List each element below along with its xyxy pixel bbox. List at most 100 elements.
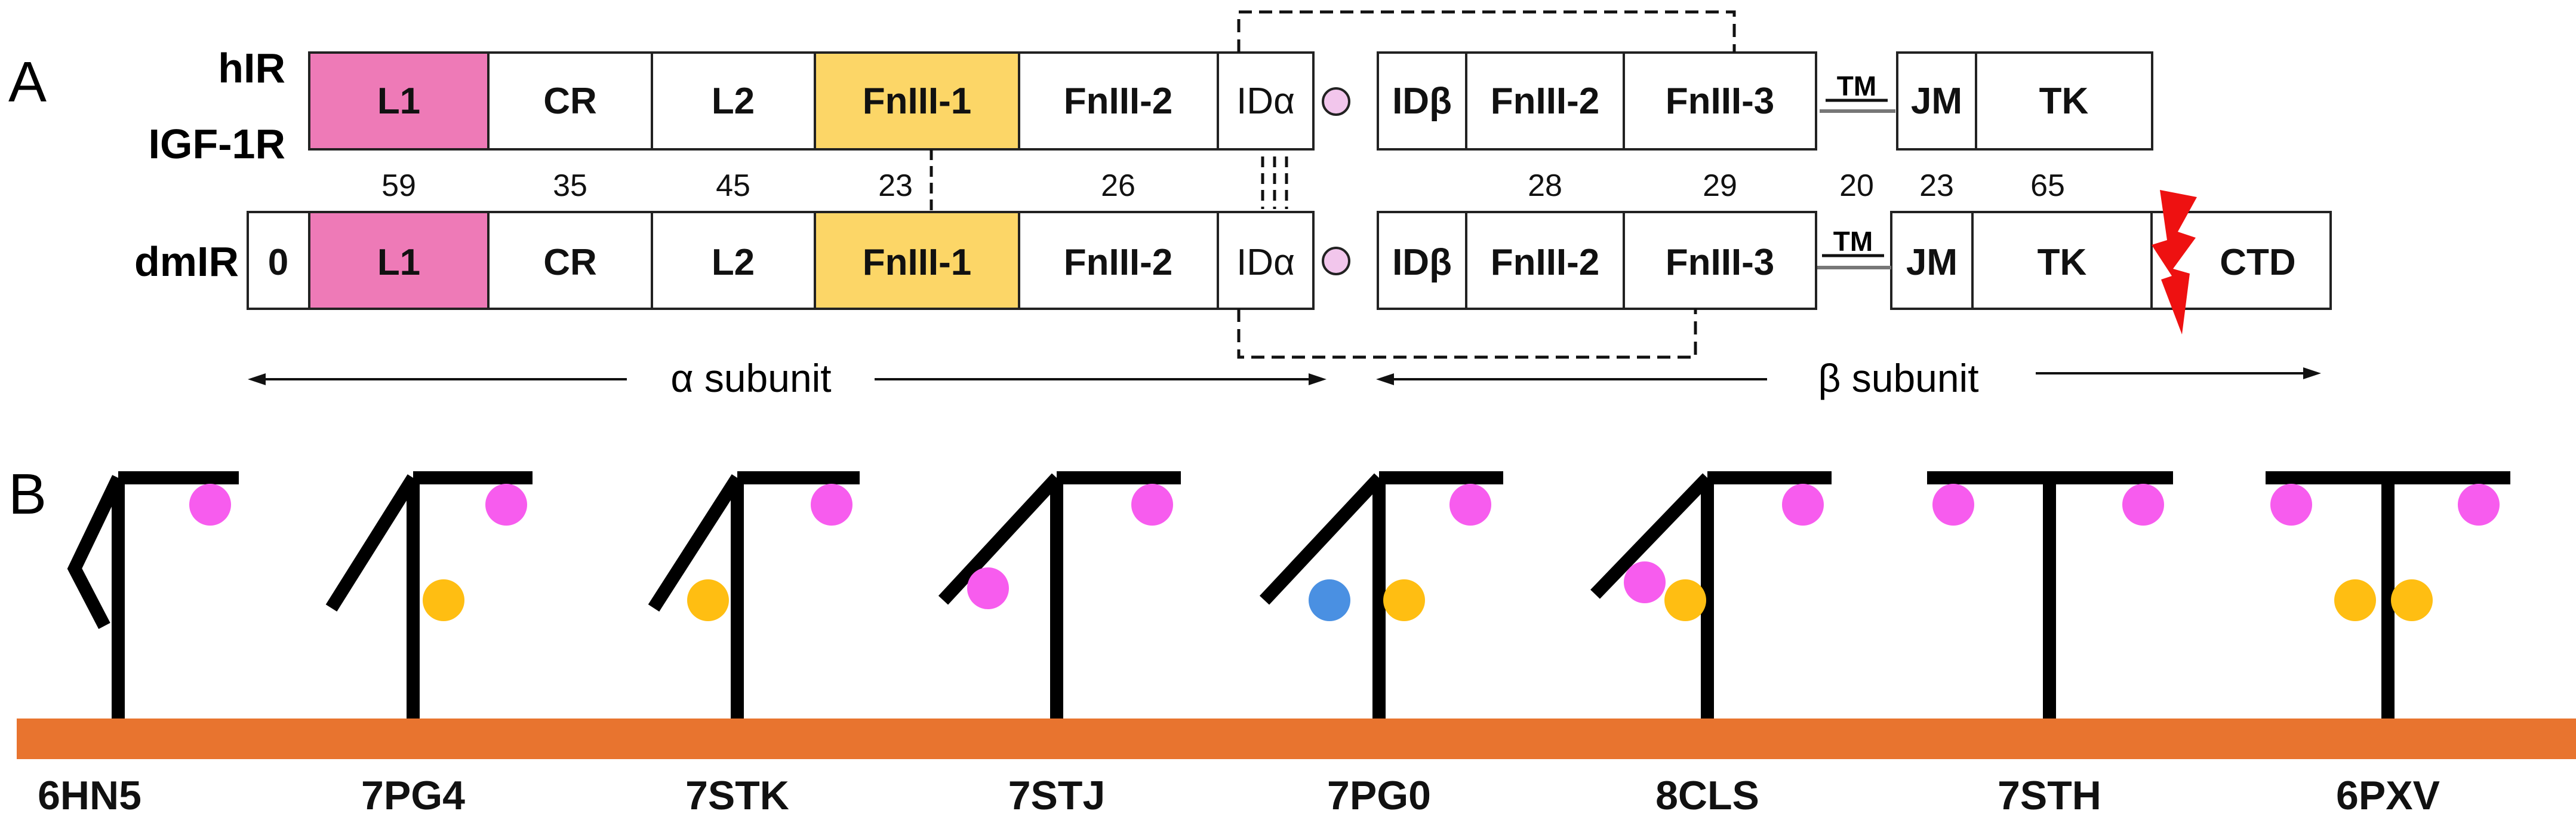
- structure-7stk: [648, 471, 860, 719]
- identity-bfn2: 28: [1528, 168, 1562, 203]
- bottom-ctd-label: CTD: [2220, 242, 2295, 283]
- beta-subunit-arrow: [1376, 367, 2321, 385]
- gold-dot: [2334, 579, 2376, 621]
- structure-6hn5: [67, 471, 239, 719]
- top-ida-domain: [1217, 51, 1315, 151]
- identity-fn1: 23: [878, 168, 913, 203]
- structure-6pxv: [2266, 471, 2510, 719]
- row-label-dmir: dmIR: [134, 238, 239, 285]
- pdb-label-7stk: 7STK: [685, 773, 789, 818]
- magenta-dot: [1932, 484, 1974, 526]
- bottom-cr-domain: [487, 211, 653, 310]
- row-label-hir: hIR: [218, 45, 285, 91]
- bottom-bfn2-label: FnIII-2: [1491, 242, 1600, 283]
- alpha-subunit-label: α subunit: [670, 356, 831, 400]
- gold-dot: [423, 579, 464, 621]
- top-l2-label: L2: [712, 81, 755, 122]
- bottom-jm-label: JM: [1906, 242, 1958, 283]
- structure-8cls: [1590, 471, 1832, 719]
- top-idb-domain: [1377, 51, 1467, 151]
- magenta-dot: [1449, 484, 1491, 526]
- identity-tk: 65: [2030, 168, 2065, 203]
- pdb-label-8cls: 8CLS: [1655, 773, 1759, 818]
- magenta-dot: [2458, 484, 2500, 526]
- magenta-dot: [1782, 484, 1824, 526]
- top-bfn2-domain: [1465, 51, 1625, 151]
- magenta-dot: [189, 484, 231, 526]
- bottom-fn2-label: FnIII-2: [1064, 242, 1173, 283]
- structure-7stj: [938, 471, 1181, 719]
- blue-dot: [1309, 579, 1350, 621]
- structure-7pg0: [1259, 471, 1503, 719]
- beta-subunit-label: β subunit: [1818, 356, 1978, 400]
- bottom-bfn2-domain: [1465, 211, 1625, 310]
- pdb-label-7stj: 7STJ: [1008, 773, 1106, 818]
- bottom-disulfide-bracket: [1237, 309, 1697, 359]
- magenta-dot: [1624, 561, 1666, 603]
- pdb-label-7pg0: 7PG0: [1327, 773, 1431, 818]
- bottom-l2-label: L2: [712, 242, 755, 283]
- identity-l1: 59: [381, 168, 416, 203]
- bottom-tm-label: TM: [1833, 226, 1873, 257]
- alpha-subunit-arrow: [248, 373, 1327, 385]
- bottom-l2-domain: [651, 211, 816, 310]
- magenta-dot: [811, 484, 852, 526]
- bottom-fn1-domain: [814, 211, 1020, 310]
- gold-dot: [2391, 579, 2433, 621]
- top-beta-chain: [1377, 51, 2153, 151]
- panel-a-label: A: [8, 50, 47, 114]
- top-bfn3-domain: [1623, 51, 1817, 151]
- bottom-beta-chain: [1377, 211, 2332, 310]
- bottom-idb-domain: [1377, 211, 1467, 310]
- bottom-fn2-domain: [1018, 211, 1219, 310]
- lightning-bolt-icon: [2152, 190, 2197, 334]
- top-fn2-domain: [1018, 51, 1219, 151]
- top-tk-label: TK: [2039, 81, 2089, 122]
- identity-l2: 45: [716, 168, 750, 203]
- identity-fn2: 26: [1101, 168, 1135, 203]
- top-fn2-label: FnIII-2: [1064, 81, 1173, 122]
- gold-dot: [1664, 579, 1706, 621]
- bottom-idb-label: IDβ: [1392, 242, 1452, 283]
- top-l1-label: L1: [377, 81, 420, 122]
- magenta-dot: [2122, 484, 2164, 526]
- structure-7sth: [1927, 471, 2173, 719]
- bottom-l1-domain: [308, 211, 490, 310]
- bottom-bfn3-domain: [1623, 211, 1817, 310]
- bottom-zero-domain: [247, 211, 310, 310]
- top-l2-domain: [651, 51, 816, 151]
- top-alpha-chain: [308, 51, 1315, 151]
- bottom-ida-label: IDα: [1236, 242, 1295, 283]
- pdb-label-6pxv: 6PXV: [2336, 773, 2440, 818]
- top-tk-domain: [1975, 51, 2153, 151]
- bottom-ida-circle: [1322, 247, 1350, 275]
- identity-cr: 35: [553, 168, 587, 203]
- bottom-fn1-label: FnIII-1: [863, 242, 972, 283]
- gold-dot: [687, 579, 729, 621]
- bottom-tk-label: TK: [2038, 242, 2087, 283]
- structure-7pg4: [325, 471, 533, 719]
- gold-dot: [1383, 579, 1425, 621]
- magenta-dot: [967, 567, 1009, 609]
- bottom-cr-label: CR: [543, 242, 597, 283]
- top-disulfide-bracket: [1237, 10, 1736, 53]
- top-fn1-label: FnIII-1: [863, 81, 972, 122]
- pdb-label-6hn5: 6HN5: [38, 773, 141, 818]
- top-cr-domain: [487, 51, 653, 151]
- identity-jm: 23: [1919, 168, 1954, 203]
- bottom-jm-domain: [1890, 211, 1974, 310]
- top-jm-label: JM: [1911, 81, 1962, 122]
- top-idb-label: IDβ: [1392, 81, 1452, 122]
- top-jm-domain: [1896, 51, 1977, 151]
- top-bfn2-label: FnIII-2: [1491, 81, 1600, 122]
- bottom-alpha-chain: [247, 211, 1315, 310]
- top-bfn3-label: FnIII-3: [1666, 81, 1775, 122]
- identity-bfn3: 29: [1703, 168, 1737, 203]
- row-label-igf1r: IGF-1R: [149, 121, 285, 167]
- top-cr-label: CR: [543, 81, 597, 122]
- cell-membrane: [17, 719, 2576, 759]
- top-ida-circle: [1322, 87, 1350, 116]
- bottom-bfn3-label: FnIII-3: [1666, 242, 1775, 283]
